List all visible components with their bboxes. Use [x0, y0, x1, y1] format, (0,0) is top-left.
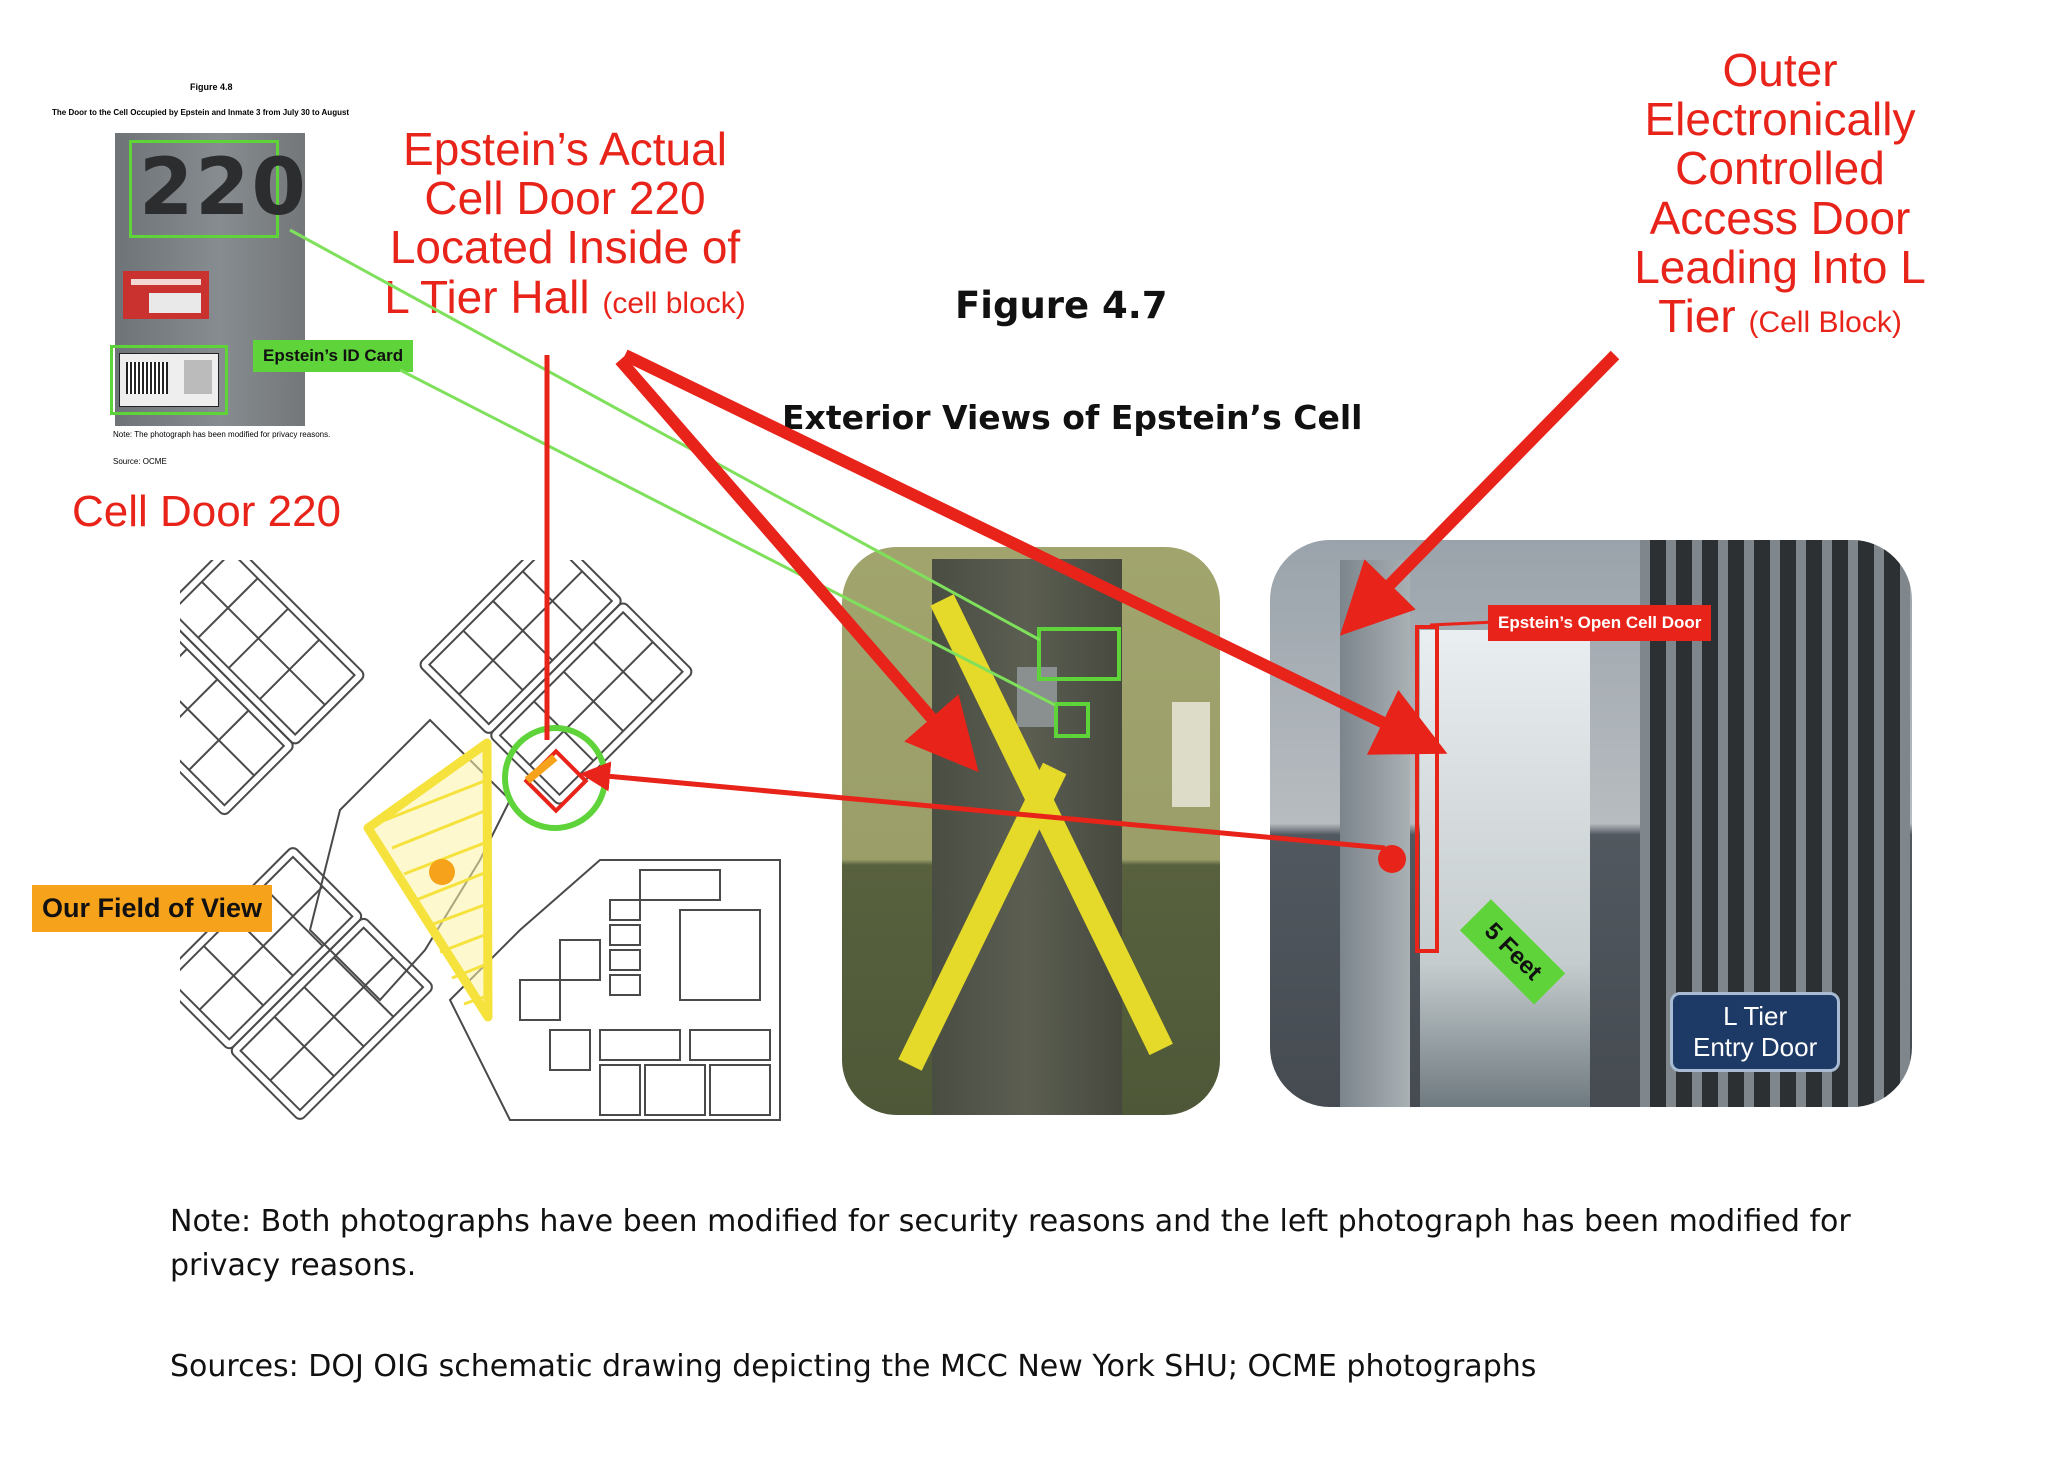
- id-card-highlight: [1054, 702, 1090, 738]
- footer-sources: Sources: DOJ OIG schematic drawing depic…: [170, 1349, 1537, 1384]
- door-number-highlight: [1037, 627, 1121, 681]
- footer-note: Note: Both photographs have been modifie…: [170, 1204, 1851, 1283]
- shu-floor-plan: [180, 560, 781, 1121]
- id-card-label: Epstein’s ID Card: [253, 340, 414, 372]
- doorway-opening: [1420, 630, 1590, 1107]
- outer-access-door-label: Outer Electronically Controlled Access D…: [1634, 44, 1926, 343]
- figure-title: Exterior Views of Epstein’s Cell: [782, 398, 1363, 437]
- inset-caption: The Door to the Cell Occupied by Epstein…: [52, 108, 350, 117]
- inset-note: Note: The photograph has been modified f…: [113, 430, 331, 439]
- door-notice-sticker: [123, 271, 209, 319]
- actual-cell-door-label: Epstein’s Actual Cell Door 220 Located I…: [384, 123, 746, 323]
- open-door-frame: [1340, 560, 1410, 1107]
- cell-door-photo: [842, 547, 1220, 1115]
- wall-panel: [1172, 702, 1210, 807]
- cell-door-outline: [1415, 625, 1439, 953]
- inset-door-photo: 220: [110, 133, 308, 426]
- inset-figure-label: Figure 4.8: [190, 82, 233, 92]
- inset-source: Source: OCME: [113, 457, 167, 466]
- door-number-highlight: [129, 140, 279, 238]
- door-number-stencil: 220: [139, 143, 308, 233]
- field-of-view-label: Our Field of View: [32, 885, 273, 932]
- open-cell-door-label: Epstein’s Open Cell Door: [1488, 605, 1712, 641]
- cell-door-220-label: Cell Door 220: [72, 487, 342, 536]
- id-card: [119, 353, 219, 407]
- l-tier-entry-door-label: L Tier Entry Door: [1670, 992, 1841, 1073]
- id-card-highlight: [110, 345, 228, 415]
- figure-number: Figure 4.7: [955, 284, 1168, 327]
